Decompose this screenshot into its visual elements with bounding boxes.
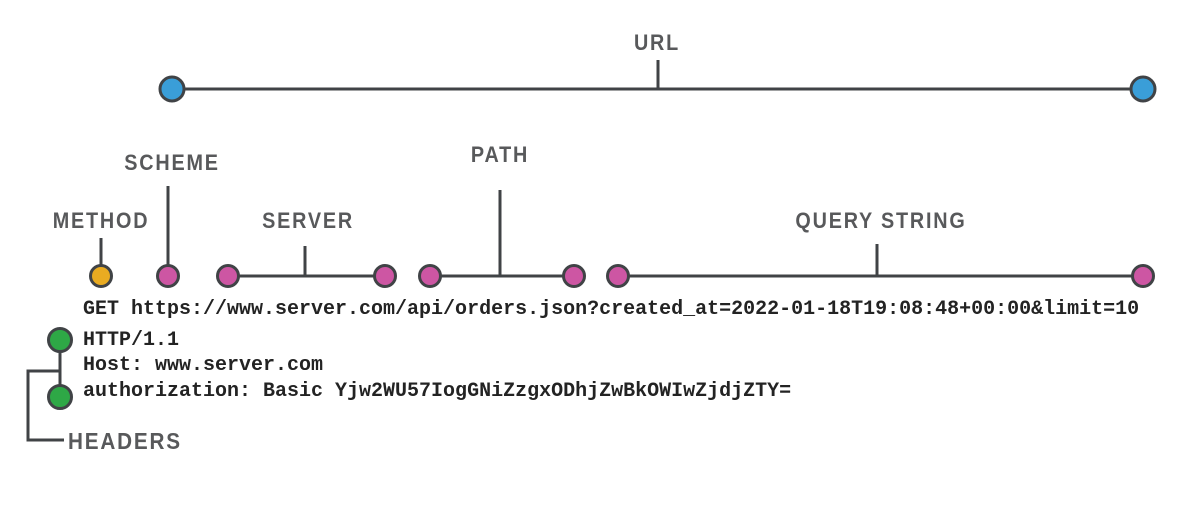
server-end-dot <box>373 264 397 288</box>
authorization-header-line: authorization: Basic Yjw2WU57IogGNiZzgxO… <box>83 380 792 403</box>
query-string-start-dot <box>606 264 630 288</box>
path-label: PATH <box>470 142 530 167</box>
url-label: URL <box>633 30 681 55</box>
method-dot <box>89 264 113 288</box>
url-end-dot <box>1129 75 1157 103</box>
url-start-dot <box>158 75 186 103</box>
http-version-header-dot <box>47 327 73 353</box>
http-version-line: HTTP/1.1 <box>83 329 180 352</box>
authorization-header-dot <box>47 384 73 410</box>
scheme-label: SCHEME <box>124 150 220 175</box>
query-string-end-dot <box>1131 264 1155 288</box>
host-header-line: Host: www.server.com <box>83 354 324 377</box>
server-start-dot <box>216 264 240 288</box>
scheme-dot <box>156 264 180 288</box>
diagram-dots <box>47 75 1157 410</box>
method-label: METHOD <box>52 208 150 233</box>
path-end-dot <box>562 264 586 288</box>
query-string-label: QUERY STRING <box>795 208 967 233</box>
server-label: SERVER <box>262 208 354 233</box>
path-start-dot <box>418 264 442 288</box>
request-line: GET https://www.server.com/api/orders.js… <box>83 298 1140 321</box>
headers-bracket <box>26 369 64 442</box>
headers-label: HEADERS <box>68 428 182 454</box>
